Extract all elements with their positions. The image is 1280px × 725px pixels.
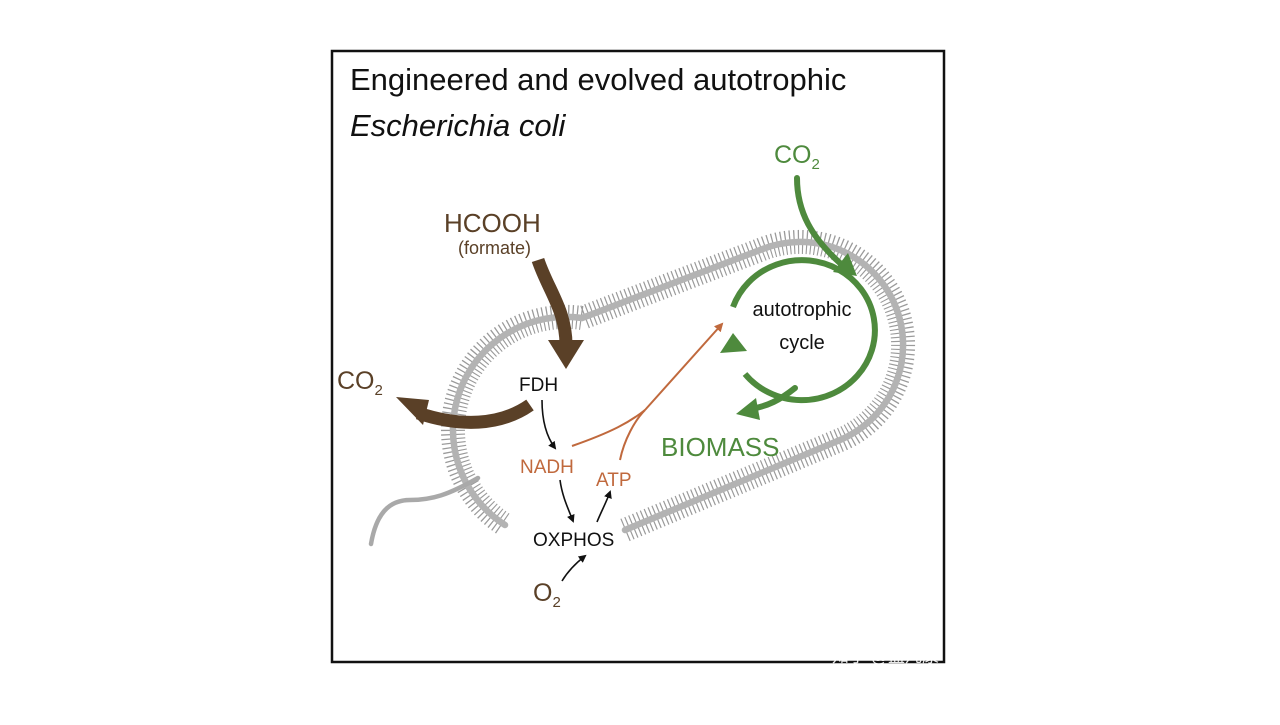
respiration-arrows [541,399,612,582]
oxphos-to-atp-arrow [596,490,612,523]
label-fdh: FDH [519,375,558,396]
supply-to-cycle-arrow [644,322,724,411]
label-formate: (formate) [458,238,531,258]
label-atp: ATP [596,470,632,491]
nadh-to-oxphos-arrow [559,479,575,523]
autotrophic-cycle [720,175,878,420]
watermark: 知乎 @孟凡康 [832,647,939,666]
label-cycle-line2: cycle [779,332,825,354]
label-o2: O2 [533,579,561,611]
label-nadh: NADH [520,457,574,478]
label-co2-input: CO2 [774,141,820,173]
label-oxphos: OXPHOS [533,530,614,551]
membrane-outline [449,238,907,534]
co2-release-arrowhead [396,397,429,425]
flagellum [368,475,481,547]
cycle-ring [730,257,878,404]
o2-to-oxphos-arrow [561,554,587,582]
formate-uptake-arrow [531,257,573,346]
formate-flux [396,257,584,429]
figure-frame [330,49,946,664]
nadh-supply-line [571,409,646,447]
figure-title: Engineered and evolved autotrophic [350,62,846,97]
co2-release-arrow [415,399,534,429]
label-co2-released: CO2 [337,367,383,399]
figure-subtitle-organism: Escherichia coli [350,108,566,143]
biomass-output-arrowhead [736,398,760,420]
label-cycle-line1: autotrophic [753,299,852,321]
co2-fixation-arrow [794,175,844,267]
label-hcooh: HCOOH [444,208,541,238]
formate-uptake-arrowhead [548,340,584,369]
fdh-to-nadh-arrow [541,399,557,450]
cell-membrane [368,229,916,547]
label-biomass: BIOMASS [661,432,779,462]
cycle-arrowhead [720,333,747,353]
energy-supply [571,322,724,461]
atp-supply-line [619,409,646,461]
